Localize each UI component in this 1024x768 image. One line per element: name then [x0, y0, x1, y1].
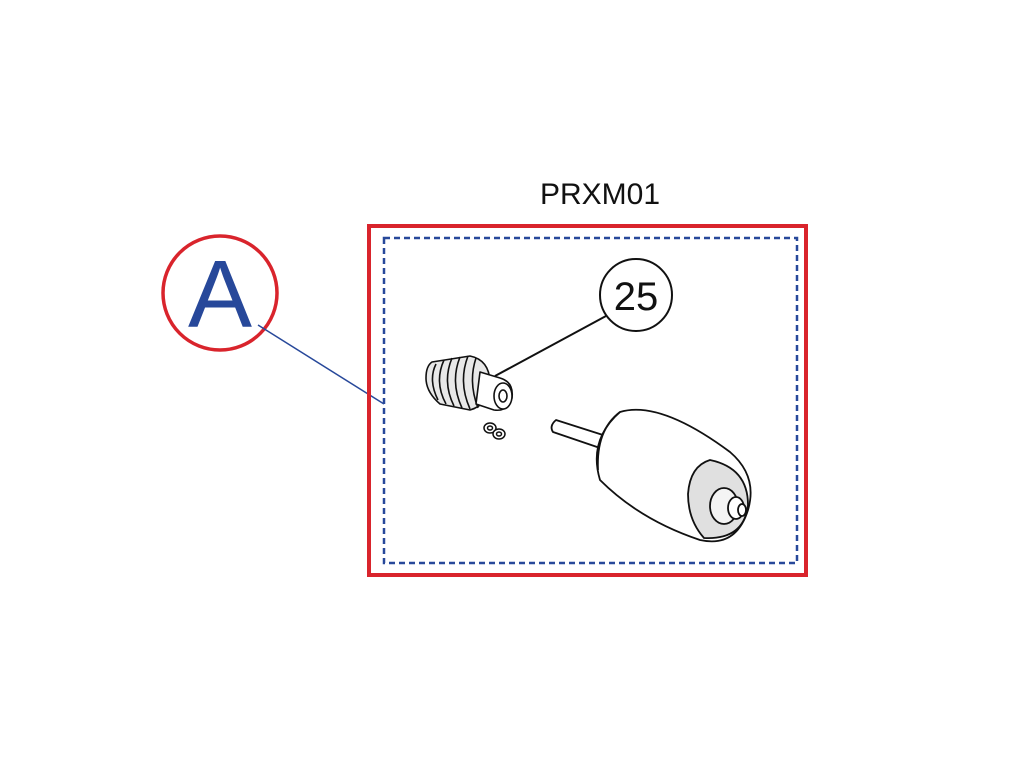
callout-leader-line [257, 324, 385, 405]
set-screw-icon [483, 422, 506, 440]
part-number-callout: 25 [599, 258, 673, 332]
worm-gear-icon [425, 355, 514, 412]
part-number-label: 25 [614, 275, 659, 319]
callout-a: A [161, 234, 279, 352]
kit-inner-dashed-frame [382, 236, 799, 565]
motor-icon [550, 408, 752, 543]
kit-code-label: PRXM01 [540, 178, 660, 211]
kit-frame [367, 224, 808, 577]
callout-ring [161, 234, 279, 352]
callout-letter: A [188, 241, 252, 348]
part-leader-line [494, 315, 607, 377]
part-number-ring [599, 258, 673, 332]
